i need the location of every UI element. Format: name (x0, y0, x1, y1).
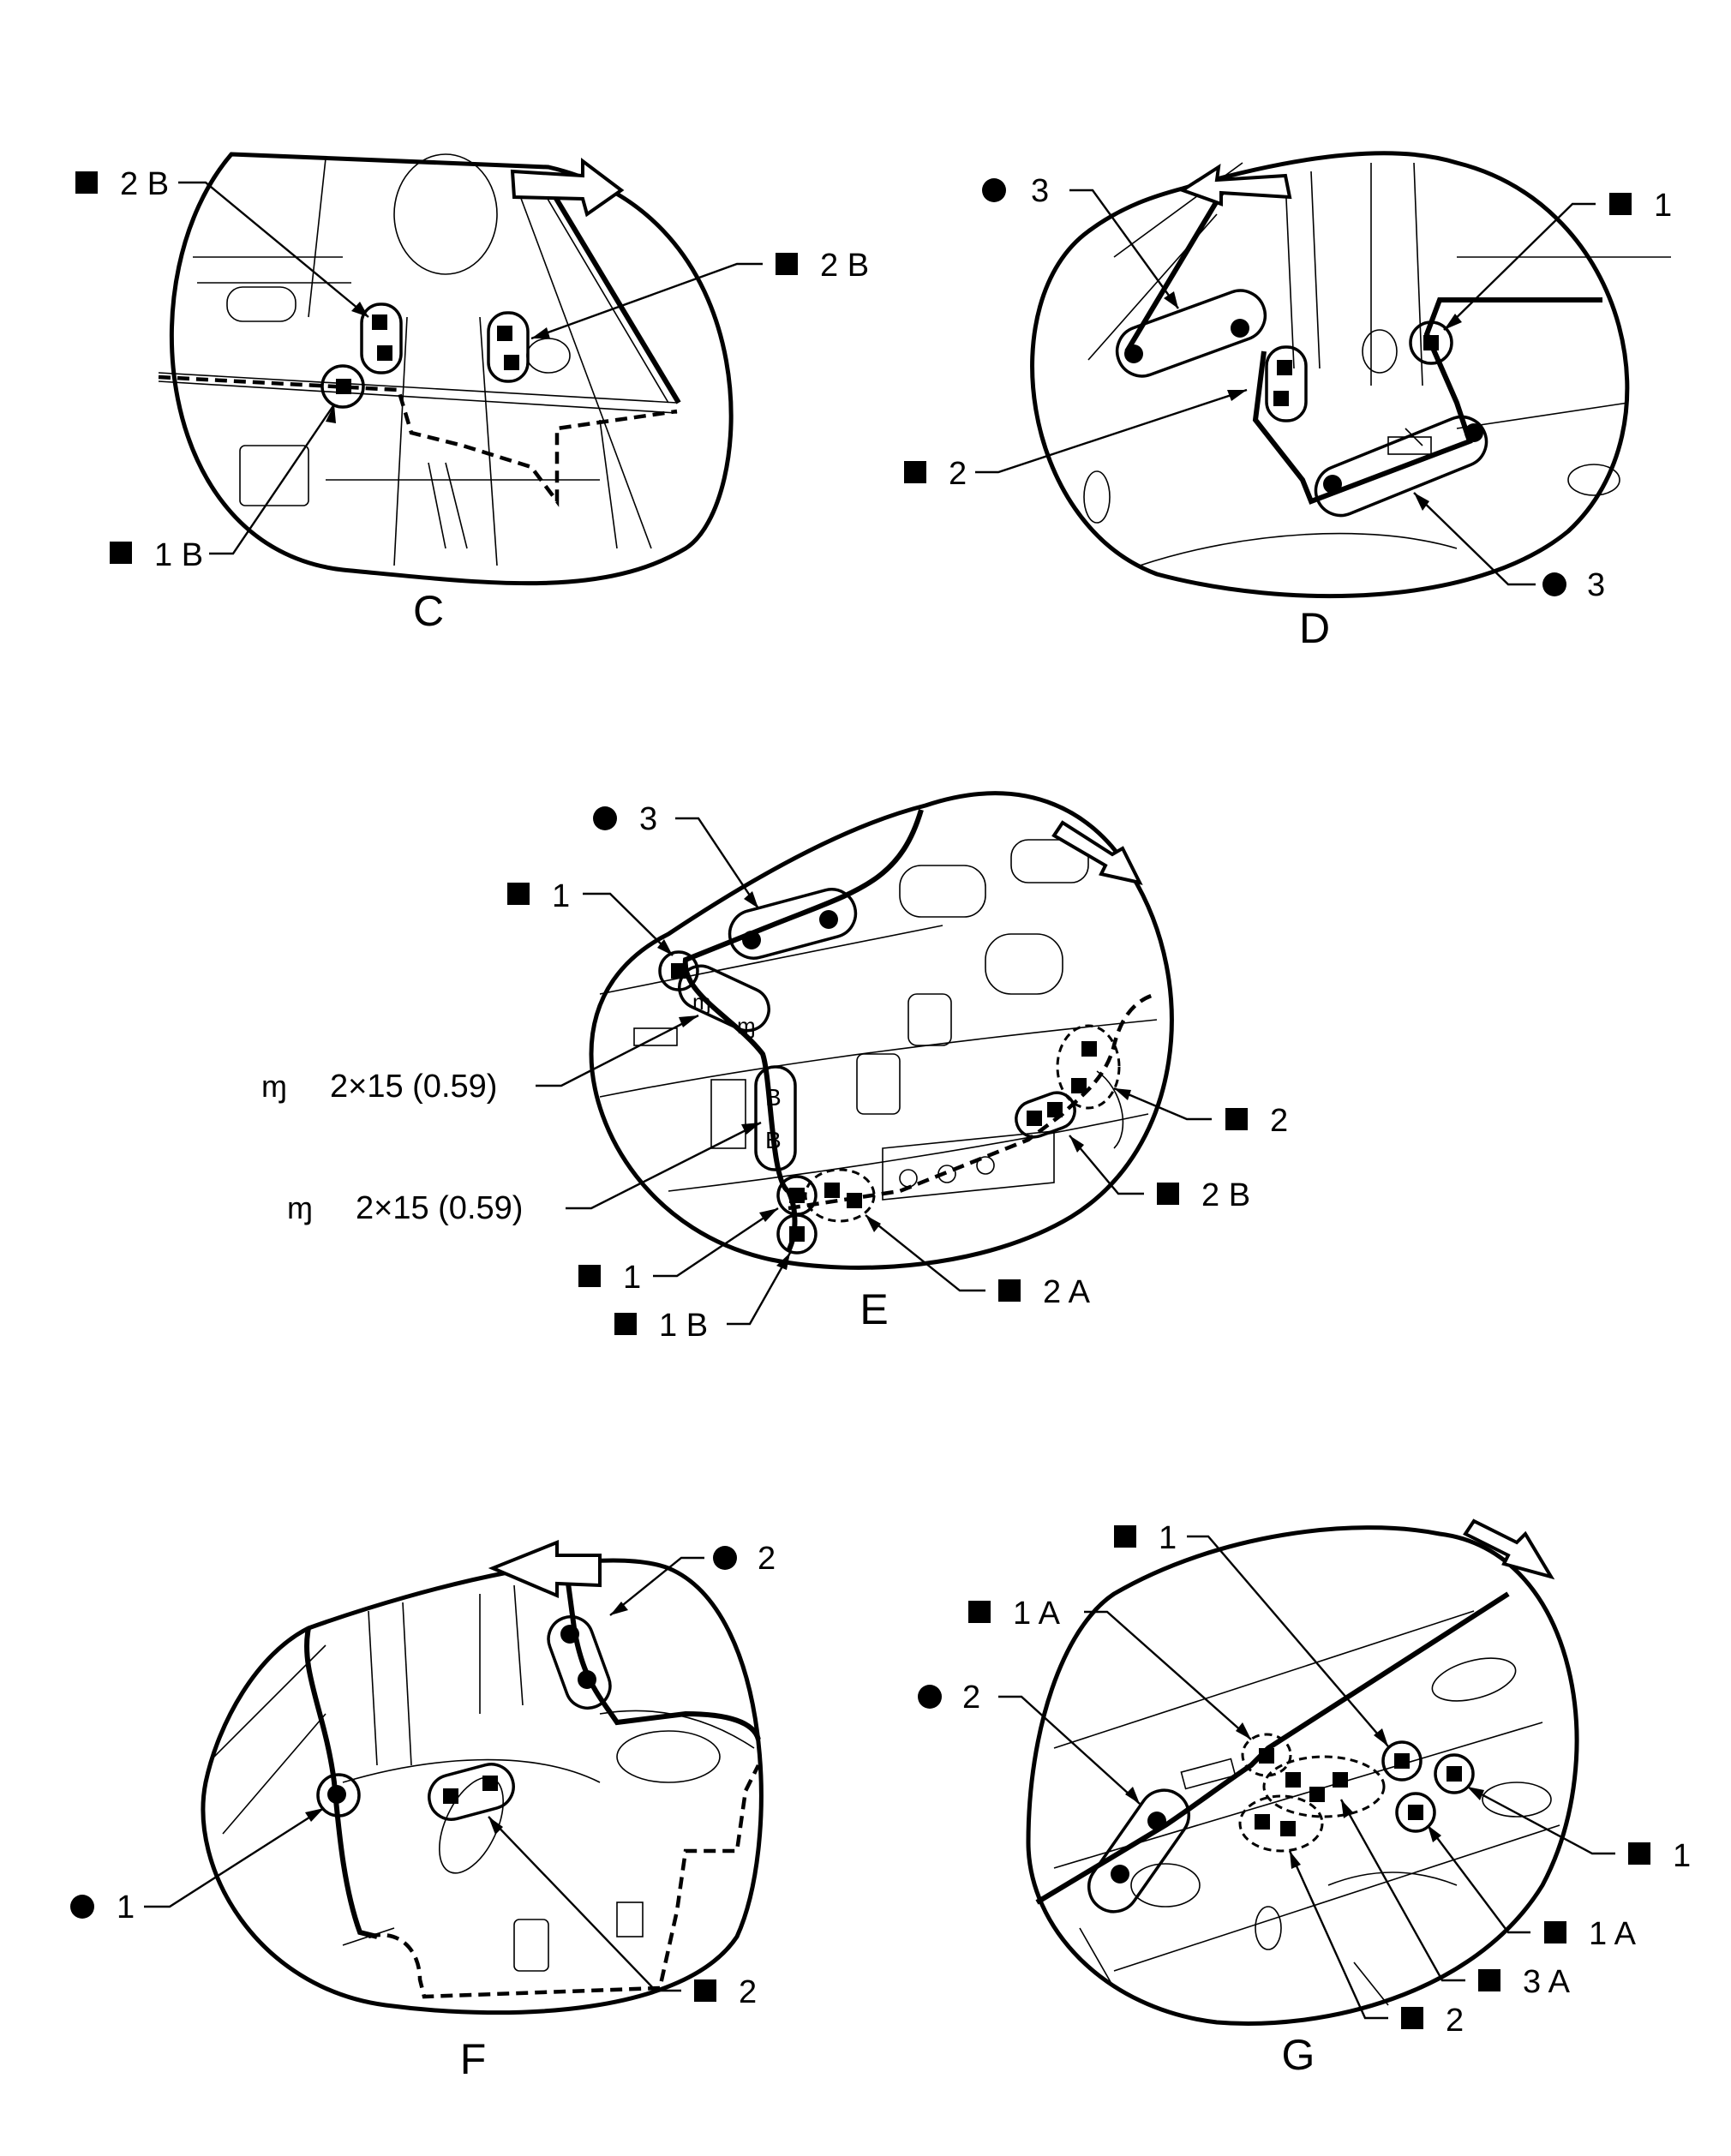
view-c-direction-arrow (510, 157, 625, 218)
square-marker-icon (776, 253, 798, 275)
view-d: 3 1 2 3 D (904, 151, 1672, 652)
square-marker-icon (110, 542, 132, 564)
view-g-label-two: 2 (962, 1680, 980, 1716)
view-c-label-tl: 2 B (120, 166, 169, 202)
square-marker-icon (968, 1601, 991, 1623)
square-marker-icon (1544, 1921, 1566, 1943)
svg-text:B: B (765, 1127, 782, 1153)
view-e-label-bolt1: 2×15 (0.59) (330, 1069, 497, 1105)
view-g-direction-arrow (1463, 1518, 1555, 1580)
view-d-label-tl: 3 (1031, 173, 1049, 209)
bolt-icon: ɱ (261, 1069, 287, 1104)
view-g-label-top1: 1 (1159, 1520, 1177, 1556)
svg-text:B: B (765, 1084, 782, 1111)
circle-marker-icon (918, 1685, 942, 1709)
view-g-label-r1: 1 (1673, 1838, 1691, 1874)
view-e-label-two-a: 2 A (1043, 1274, 1091, 1310)
view-g-label-b2: 2 (1446, 2003, 1464, 2039)
square-marker-icon (1114, 1525, 1136, 1548)
view-e-harness (682, 809, 924, 1253)
view-g-label-r3a: 3 A (1523, 1964, 1571, 2000)
square-marker-icon (1609, 193, 1632, 215)
view-c-title: C (413, 587, 444, 635)
view-f: 2 1 2 F (70, 1540, 776, 2083)
view-f-title: F (460, 2035, 487, 2083)
view-f-direction-arrow (488, 1540, 602, 1599)
square-marker-icon (507, 883, 530, 905)
view-f-harness (303, 1563, 761, 1939)
view-g-harness (1035, 1591, 1510, 1905)
view-g-structure (1053, 1610, 1560, 2006)
circle-marker-icon (713, 1546, 737, 1570)
square-marker-icon (1401, 2007, 1423, 2029)
view-f-harness-hidden (368, 1764, 761, 1999)
square-marker-icon (998, 1279, 1021, 1302)
square-marker-icon (578, 1265, 601, 1287)
view-g-label-one-a: 1 A (1013, 1596, 1061, 1632)
svg-text:ɱ: ɱ (692, 989, 711, 1015)
view-e-title: E (860, 1285, 888, 1333)
view-e-structure (599, 839, 1158, 1201)
square-marker-icon (1478, 1969, 1500, 1991)
view-c: 2 B 2 B 1 B C (75, 152, 869, 635)
circle-marker-icon (70, 1895, 94, 1919)
view-g-label-r1a: 1 A (1589, 1916, 1637, 1952)
square-marker-icon (1157, 1183, 1179, 1205)
view-d-direction-arrow (1178, 163, 1292, 207)
view-c-harness (550, 191, 681, 404)
square-marker-icon (614, 1313, 637, 1335)
view-c-harness-hidden (158, 374, 678, 507)
view-e-label-bolt2: 2×15 (0.59) (356, 1190, 523, 1226)
view-c-label-bl: 1 B (154, 537, 203, 573)
view-d-label-ml: 2 (949, 456, 967, 492)
square-marker-icon (904, 461, 926, 483)
bolt-icon: ɱ (287, 1190, 313, 1225)
view-g: 1 1 A 2 1 1 A 3 A 2 G (918, 1518, 1691, 2079)
view-e-label-one-low: 1 (623, 1260, 641, 1296)
view-e-label-r2: 2 (1270, 1103, 1288, 1139)
view-e-label-one-b: 1 B (659, 1308, 708, 1344)
view-f-label-bl: 1 (117, 1889, 135, 1925)
view-e-label-r2b: 2 B (1201, 1177, 1250, 1213)
circle-marker-icon (593, 806, 617, 830)
view-e: ɱ ɱ B B 3 1 ɱ 2×15 (0.59) ɱ 2×15 (0.59) (261, 791, 1288, 1344)
view-f-label-tr: 2 (758, 1541, 776, 1577)
svg-text:ɱ: ɱ (737, 1013, 756, 1039)
view-e-direction-arrow (1051, 820, 1143, 885)
circle-marker-icon (982, 178, 1006, 202)
view-d-structure (1083, 162, 1671, 566)
view-e-label-top: 3 (639, 801, 657, 837)
circle-marker-icon (1542, 572, 1566, 596)
view-d-label-br: 3 (1587, 567, 1605, 603)
view-g-title: G (1282, 2031, 1315, 2079)
view-d-label-tr: 1 (1654, 188, 1672, 224)
view-e-label-one: 1 (552, 878, 570, 914)
square-marker-icon (694, 1979, 716, 2002)
view-f-label-br: 2 (739, 1974, 757, 2010)
square-marker-icon (1628, 1842, 1650, 1865)
square-marker-icon (75, 171, 98, 194)
square-marker-icon (1225, 1108, 1248, 1130)
view-d-title: D (1299, 604, 1330, 652)
view-c-label-tr: 2 B (820, 248, 869, 284)
